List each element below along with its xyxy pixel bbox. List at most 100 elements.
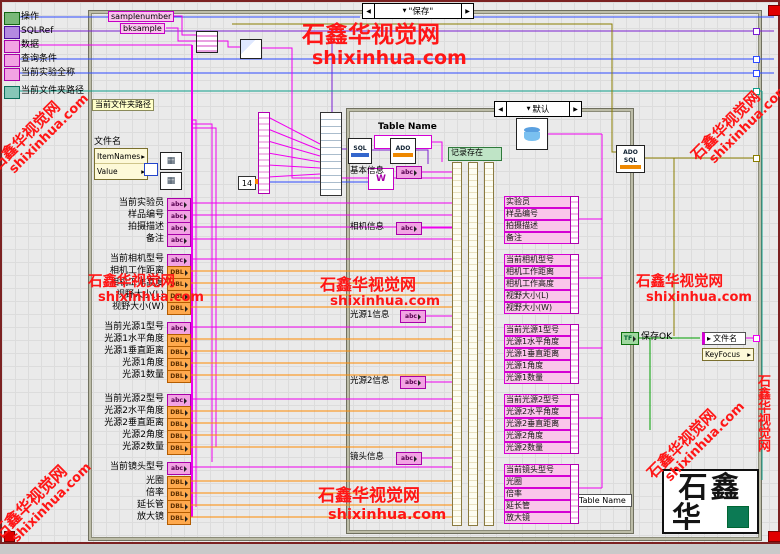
save-ok-label: 保存OK: [641, 332, 672, 343]
outer-case-selector[interactable]: ◀ ▼ "保存" ▶: [362, 3, 474, 19]
right-string-constant[interactable]: 光源2垂直距离: [504, 418, 572, 430]
right-string-constant[interactable]: 相机工作高度: [504, 278, 572, 290]
right-string-constant[interactable]: 当前光源1型号: [504, 324, 572, 336]
tunnel: [753, 56, 760, 63]
db-tools-icon[interactable]: [516, 118, 548, 150]
bundle-by-name-node[interactable]: [452, 162, 462, 526]
right-string-constant[interactable]: 光源2角度: [504, 430, 572, 442]
item-arrow-icon: ▸: [707, 334, 711, 343]
left-row-label: 延长管: [88, 500, 164, 511]
left-row-label: 拍摄描述: [88, 222, 164, 233]
right-string-constant[interactable]: 光源1数量: [504, 372, 572, 384]
ado-sql-execute-icon[interactable]: ADO: [390, 138, 416, 164]
concat-strings-node[interactable]: [570, 394, 579, 454]
section-string-constant[interactable]: abc: [396, 222, 422, 235]
case-next-icon[interactable]: ▶: [461, 4, 473, 18]
index-array-icon[interactable]: ▦: [160, 172, 182, 190]
terminal-abc[interactable]: abc: [167, 234, 191, 247]
right-string-constant[interactable]: 当前相机型号: [504, 254, 572, 266]
right-string-constant[interactable]: 备注: [504, 232, 572, 244]
section-string-constant[interactable]: abc: [396, 452, 422, 465]
terminal-folder-path[interactable]: [4, 86, 20, 99]
right-string-constant[interactable]: 光源2水平角度: [504, 406, 572, 418]
outer-case-name[interactable]: "保存": [409, 5, 434, 17]
record-exists-label[interactable]: 记录存在: [448, 147, 502, 161]
property-item[interactable]: KeyFocus: [705, 350, 740, 359]
left-row-label: 光源1角度: [88, 358, 164, 369]
samplenumber-label[interactable]: samplenumber: [108, 11, 174, 22]
terminal-dbl[interactable]: DBL: [167, 370, 191, 383]
save-ok-terminal[interactable]: TF: [621, 332, 639, 345]
terminal-sqlref[interactable]: [4, 26, 20, 39]
terminal-query-condition[interactable]: [4, 54, 20, 67]
sql-exec-icon[interactable]: SQL: [348, 138, 372, 164]
bksample-label[interactable]: bksample: [120, 23, 165, 34]
array-constant[interactable]: [320, 112, 342, 196]
terminal-label: 数据: [21, 40, 39, 51]
terminal-dbl[interactable]: DBL: [167, 302, 191, 315]
concatenate-strings-icon[interactable]: [196, 31, 218, 53]
property-node[interactable]: ItemNames▸ Value▸: [94, 148, 148, 180]
terminal-data[interactable]: [4, 40, 20, 53]
inner-case-selector[interactable]: ◀ ▼ 默认 ▶: [494, 101, 582, 117]
property-item[interactable]: Value: [97, 167, 118, 176]
left-row-label: 光源1水平角度: [88, 334, 164, 345]
keyfocus-property-node[interactable]: KeyFocus ▸: [702, 348, 754, 361]
left-row-label: 样品编号: [88, 210, 164, 221]
terminal-label: 当前实验全称: [21, 68, 75, 79]
right-string-constant[interactable]: 放大镜: [504, 512, 572, 524]
terminal-abc[interactable]: abc: [167, 462, 191, 475]
right-string-constant[interactable]: 光源1垂直距离: [504, 348, 572, 360]
right-string-constant[interactable]: 样品编号: [504, 208, 572, 220]
ado-sql-execute-icon[interactable]: ADO SQL: [616, 145, 645, 173]
right-string-constant[interactable]: 延长管: [504, 500, 572, 512]
case-prev-icon[interactable]: ◀: [495, 102, 507, 116]
terminal-experiment-fullname[interactable]: [4, 68, 20, 81]
right-string-constant[interactable]: 光源2数量: [504, 442, 572, 454]
terminal-dbl[interactable]: DBL: [167, 442, 191, 455]
tunnel: [753, 70, 760, 77]
terminal-operation[interactable]: [4, 12, 20, 25]
logo-seal: [727, 506, 749, 528]
icon-decor: [620, 165, 642, 169]
bundle-by-name-node[interactable]: [484, 162, 494, 526]
inner-case-name[interactable]: 默认: [532, 103, 549, 115]
property-item[interactable]: ItemNames: [97, 152, 140, 161]
case-next-icon[interactable]: ▶: [569, 102, 581, 116]
folder-path-framed-label[interactable]: 当前文件夹路径: [92, 99, 154, 111]
right-string-constant[interactable]: 光源1角度: [504, 360, 572, 372]
right-string-constant[interactable]: 当前光源2型号: [504, 394, 572, 406]
filename-local-variable[interactable]: ▸ 文件名: [702, 332, 746, 345]
sql-icon-text: SQL: [353, 145, 366, 152]
concat-strings-node[interactable]: [570, 196, 579, 244]
right-string-constant[interactable]: 视野大小(L): [504, 290, 572, 302]
section-string-constant[interactable]: abc: [400, 310, 426, 323]
red-corner-marker: [768, 5, 780, 16]
left-row-label: 放大镜: [88, 512, 164, 523]
right-string-constant[interactable]: 倍率: [504, 488, 572, 500]
concat-strings-node[interactable]: [570, 464, 579, 524]
right-string-constant[interactable]: 实验员: [504, 196, 572, 208]
concat-strings-node[interactable]: [570, 324, 579, 384]
right-string-constant[interactable]: 光圈: [504, 476, 572, 488]
int-constant[interactable]: [144, 163, 158, 176]
right-string-constant[interactable]: 光源1水平角度: [504, 336, 572, 348]
section-string-constant[interactable]: abc: [396, 166, 422, 179]
index-array-icon[interactable]: ▦: [160, 152, 182, 170]
right-string-constant[interactable]: 相机工作距离: [504, 266, 572, 278]
terminal-dbl[interactable]: DBL: [167, 512, 191, 525]
string-array-node[interactable]: [258, 112, 270, 194]
section-string-constant[interactable]: abc: [400, 376, 426, 389]
right-string-constant[interactable]: 拍摄描述: [504, 220, 572, 232]
right-string-constant[interactable]: 当前镜头型号: [504, 464, 572, 476]
tunnel: [753, 28, 760, 35]
right-string-constant[interactable]: 视野大小(W): [504, 302, 572, 314]
case-prev-icon[interactable]: ◀: [363, 4, 375, 18]
bundle-by-name-node[interactable]: [468, 162, 478, 526]
left-row-label: 光圈: [88, 476, 164, 487]
concat-strings-node[interactable]: [570, 254, 579, 314]
section-label: 镜头信息: [350, 452, 384, 463]
format-string-icon[interactable]: [240, 39, 262, 59]
numeric-constant[interactable]: 14: [238, 176, 256, 190]
left-row-label: 视野大小(W): [88, 302, 164, 313]
